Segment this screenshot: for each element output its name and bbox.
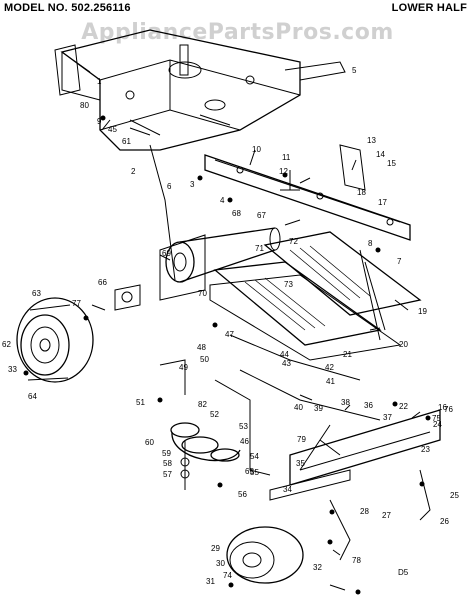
callout: 68 [232, 209, 241, 218]
callout: 62 [2, 340, 11, 349]
callout: 70 [198, 289, 207, 298]
callout: 65 [245, 467, 254, 476]
model-number: MODEL NO. 502.256116 [4, 2, 131, 14]
callout: 78 [352, 556, 361, 565]
callout: 41 [326, 377, 335, 386]
callout: 46 [240, 437, 249, 446]
callout: 74 [223, 571, 232, 580]
callout: 37 [383, 413, 392, 422]
callout: 42 [325, 363, 334, 372]
callout: 79 [297, 435, 306, 444]
callout: 72 [289, 237, 298, 246]
callout: 32 [313, 563, 322, 572]
callout: 11 [282, 153, 291, 162]
callout: 9 [97, 117, 102, 126]
hardware-fasteners [23, 115, 431, 595]
callout: 10 [252, 145, 261, 154]
chain-drive [114, 227, 281, 311]
callout: 75 [432, 414, 441, 423]
callout: 20 [399, 340, 408, 349]
callout: 57 [163, 470, 172, 479]
callout: 28 [360, 507, 369, 516]
callout: 49 [179, 363, 188, 372]
deck-plates [209, 231, 422, 361]
callout: 26 [440, 517, 449, 526]
callout: 58 [163, 459, 172, 468]
callout: 7 [397, 257, 402, 266]
callout: 80 [80, 101, 89, 110]
callout: 45 [108, 125, 117, 134]
callout: 13 [367, 136, 376, 145]
callout: 52 [210, 410, 219, 419]
callout: 25 [450, 491, 459, 500]
callout: 33 [8, 365, 17, 374]
pulley-belt [170, 422, 241, 490]
callout: 50 [200, 355, 209, 364]
callout: 67 [257, 211, 266, 220]
callout: 44 [280, 350, 289, 359]
callout: 64 [28, 392, 37, 401]
callout: 53 [239, 422, 248, 431]
callout: 12 [279, 167, 288, 176]
callout: 23 [421, 445, 430, 454]
part-callouts: 1 2 3 4 5 6 7 8 9 10 11 12 13 14 15 16 1… [2, 66, 459, 586]
callout: 55 [250, 468, 259, 477]
callout: 27 [382, 511, 391, 520]
leader-lines [72, 59, 421, 591]
callout: 60 [145, 438, 154, 447]
callout: 30 [216, 559, 225, 568]
callout: 5 [352, 66, 357, 75]
callout: 29 [211, 544, 220, 553]
callout: 77 [72, 299, 81, 308]
callout: 19 [418, 307, 427, 316]
callout: 3 [190, 180, 195, 189]
callout: 63 [32, 289, 41, 298]
callout: 66 [98, 278, 107, 287]
callout: 2 [131, 167, 136, 176]
callout: 54 [250, 452, 259, 461]
callout: 48 [197, 343, 206, 352]
callout: 51 [136, 398, 145, 407]
callout: 14 [376, 150, 385, 159]
callout: 69 [162, 249, 171, 258]
chassis-frame [54, 29, 346, 151]
callout: 34 [283, 485, 292, 494]
callout: 22 [399, 402, 408, 411]
callout: 15 [387, 159, 396, 168]
callout: 59 [162, 449, 171, 458]
callout: 38 [341, 398, 350, 407]
diagram-code: D5 [398, 568, 409, 577]
callout: 71 [255, 244, 264, 253]
axle-crossmember [204, 144, 411, 241]
callout: 76 [444, 405, 453, 414]
callout: 24 [433, 420, 442, 429]
linkage-rods [149, 144, 381, 476]
callout: 73 [284, 280, 293, 289]
callout: 43 [282, 359, 291, 368]
callout: 16 [438, 403, 447, 412]
callout: 36 [364, 401, 373, 410]
callout: 4 [220, 196, 225, 205]
rear-wheel [16, 297, 94, 383]
front-wheel [226, 526, 304, 584]
callout: 31 [206, 577, 215, 586]
callout: 61 [122, 137, 131, 146]
callout: 35 [296, 459, 305, 468]
callout: 17 [378, 198, 387, 207]
callout: 56 [238, 490, 247, 499]
callout: 8 [368, 239, 373, 248]
callout: 39 [314, 404, 323, 413]
callout: 21 [343, 350, 352, 359]
callout: 18 [357, 188, 366, 197]
callout: 47 [225, 330, 234, 339]
callout: 6 [167, 182, 172, 191]
section-title: LOWER HALF [391, 2, 467, 14]
callout: 1 [97, 77, 102, 86]
front-axle [269, 409, 441, 561]
callout: 40 [294, 403, 303, 412]
callout: 82 [198, 400, 207, 409]
